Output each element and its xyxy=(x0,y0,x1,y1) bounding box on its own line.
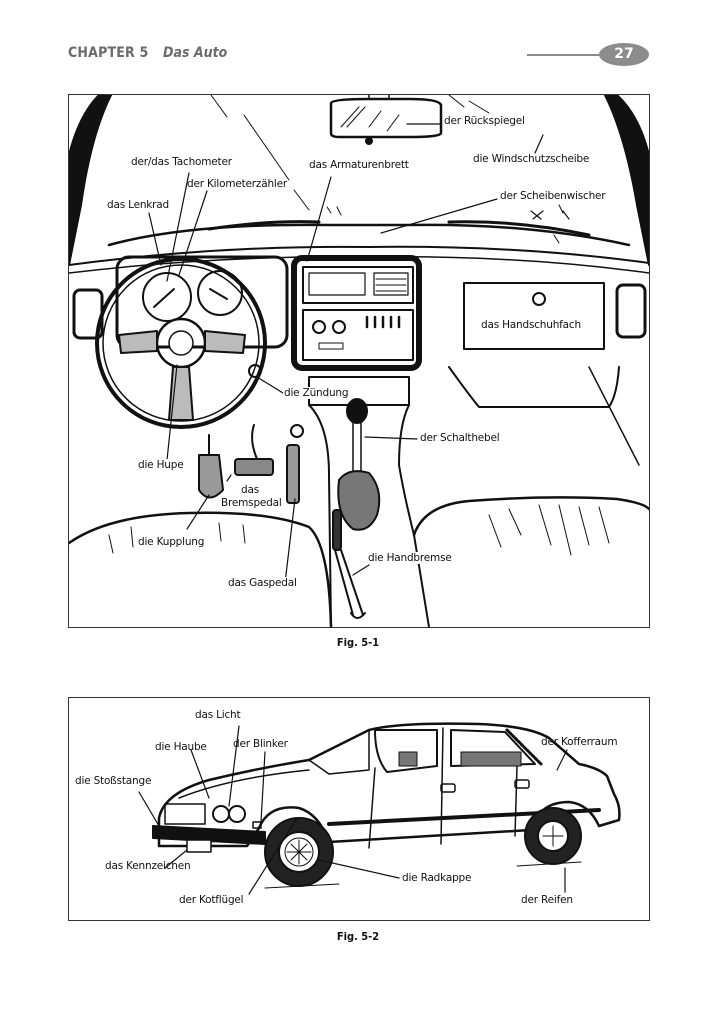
figure-car-exterior: das Licht die Haube der Blinker der Koff… xyxy=(68,697,650,921)
label-gaspedal: das Gaspedal xyxy=(227,577,298,589)
label-kupplung: die Kupplung xyxy=(137,536,206,548)
headlight xyxy=(212,805,230,823)
grille xyxy=(164,803,206,825)
right-a-pillar xyxy=(604,95,649,266)
car-illustration xyxy=(138,722,621,895)
radio-lower xyxy=(302,309,414,361)
brake-pedal xyxy=(234,458,274,476)
steering-wheel xyxy=(95,257,267,429)
windshield-reflections xyxy=(210,95,564,244)
label-kofferraum: der Kofferraum xyxy=(541,736,618,748)
right-vent xyxy=(615,283,647,339)
label-bremspedal-1: das xyxy=(241,484,259,496)
front-wheel xyxy=(264,817,334,887)
seat-stitching xyxy=(108,504,610,556)
figure-dashboard: der Rückspiegel die Windschutzscheibe de… xyxy=(68,94,650,628)
label-armaturenbrett: das Armaturenbrett xyxy=(309,159,409,171)
tachometer-gauge xyxy=(197,270,243,316)
rear-view-mirror xyxy=(329,95,443,145)
label-kotfluegel: der Kotflügel xyxy=(179,894,244,906)
label-kilometerzaehler: der Kilometerzähler xyxy=(187,178,288,190)
right-seat xyxy=(412,496,649,537)
glovebox xyxy=(463,282,605,350)
figure-caption-5-1: Fig. 5-1 xyxy=(336,636,380,649)
leader-lines xyxy=(148,123,570,584)
turn-signal xyxy=(252,821,262,829)
page-number-badge: 27 xyxy=(599,43,649,66)
handbrake xyxy=(332,509,366,619)
windshield xyxy=(308,729,370,775)
label-scheibenwischer: der Scheibenwischer xyxy=(499,190,607,202)
label-haube: die Haube xyxy=(155,741,207,753)
ignition xyxy=(248,364,262,378)
rear-window xyxy=(450,729,536,767)
label-blinker: der Blinker xyxy=(233,738,288,750)
label-hupe: die Hupe xyxy=(137,459,185,471)
speedometer xyxy=(142,272,192,322)
label-windschutzscheibe: die Windschutzscheibe xyxy=(473,153,590,165)
left-a-pillar xyxy=(69,95,112,266)
leader-lines xyxy=(138,725,568,895)
radio-bezel xyxy=(291,255,422,371)
label-stossstange: die Stoßstange xyxy=(75,775,152,787)
header-rule xyxy=(527,54,607,56)
label-zuendung: die Zündung xyxy=(283,387,350,399)
chapter-title: Das Auto xyxy=(163,45,228,61)
label-kennzeichen: das Kennzeichen xyxy=(105,860,191,872)
label-handschuhfach: das Handschuhfach xyxy=(481,319,581,331)
label-tachometer: der/das Tachometer xyxy=(131,156,232,168)
gas-pedal xyxy=(286,444,300,504)
gear-shift xyxy=(337,398,381,531)
radio-upper xyxy=(302,266,414,304)
label-radkappe: die Radkappe xyxy=(401,872,473,884)
figure-caption-5-2: Fig. 5-2 xyxy=(336,930,380,943)
chapter-label: CHAPTER 5 xyxy=(68,45,149,61)
dashboard-illustration xyxy=(69,95,649,627)
left-seat xyxy=(69,511,333,627)
label-schalthebel: der Schalthebel xyxy=(419,432,501,444)
instrument-cluster xyxy=(115,255,289,349)
clutch-pedal xyxy=(198,454,224,499)
license-plate xyxy=(186,839,212,853)
label-handbremse: die Handbremse xyxy=(367,552,453,564)
label-reifen: der Reifen xyxy=(521,894,573,906)
dash-top xyxy=(107,223,631,247)
rear-wheel xyxy=(524,807,582,865)
label-licht: das Licht xyxy=(195,709,241,721)
label-rueckspiegel: der Rückspiegel xyxy=(443,115,526,127)
label-bremspedal-2: Bremspedal xyxy=(221,497,282,509)
front-window xyxy=(374,729,438,773)
label-lenkrad: das Lenkrad xyxy=(107,199,169,211)
